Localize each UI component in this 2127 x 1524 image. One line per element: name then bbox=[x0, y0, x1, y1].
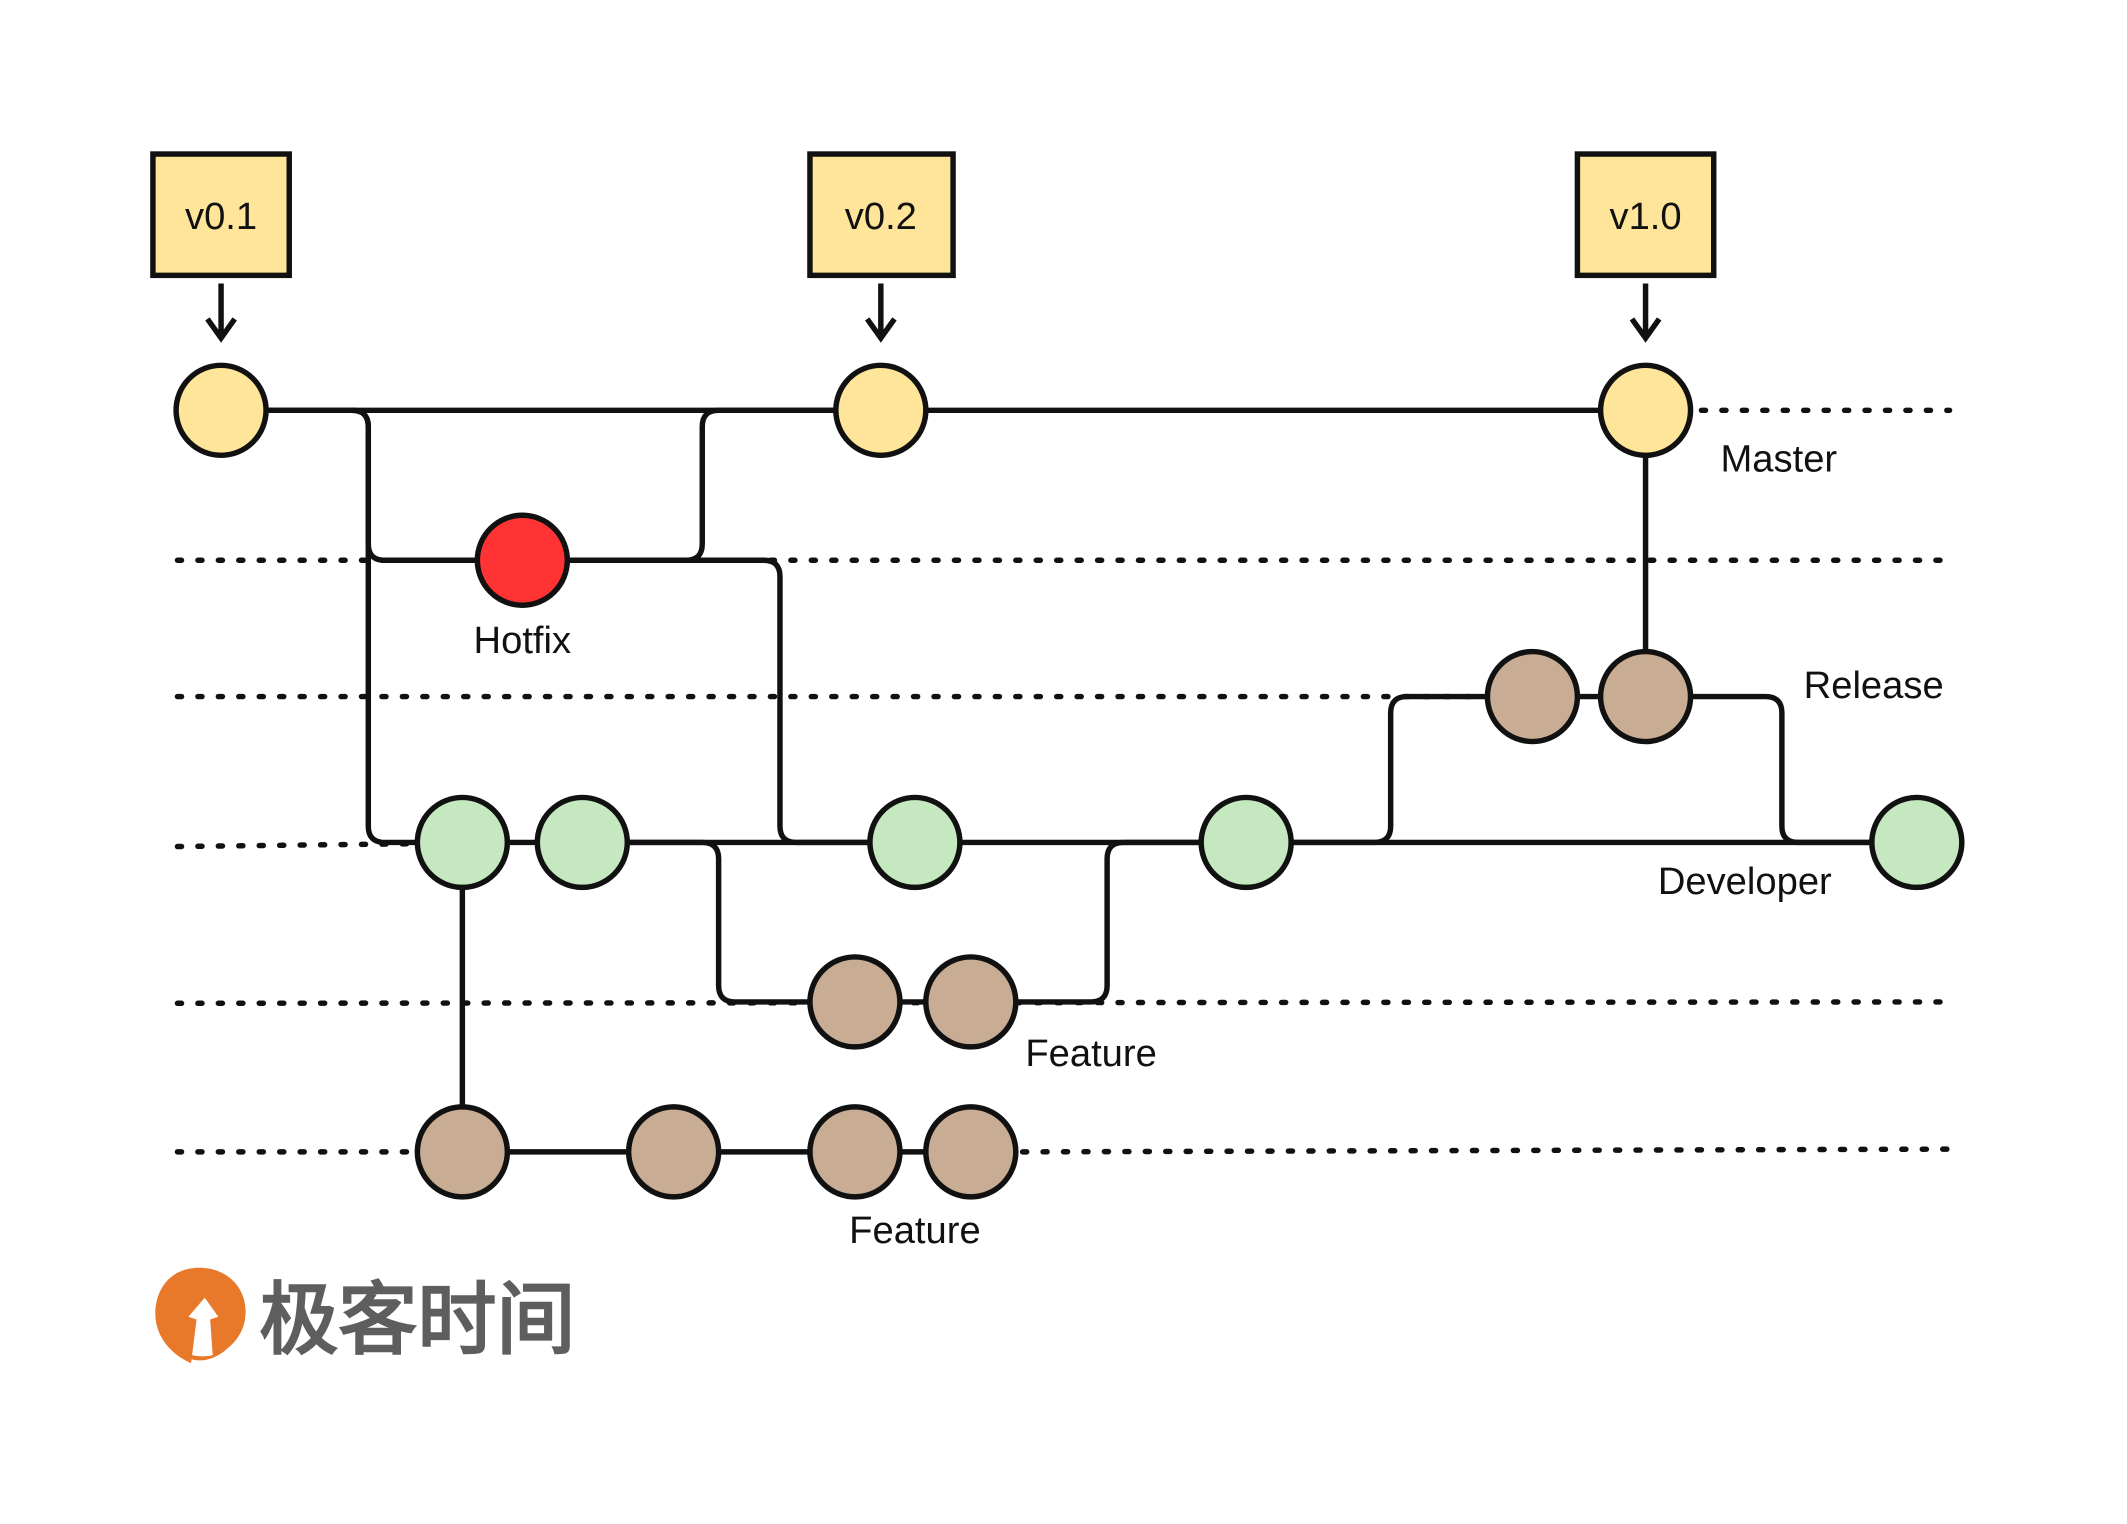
commit-node bbox=[923, 954, 1019, 1050]
commit-node bbox=[867, 794, 963, 891]
tag-v1-0: v1.0 bbox=[1574, 151, 1717, 343]
commit-node bbox=[625, 1104, 722, 1200]
tag-v0-1: v0.1 bbox=[150, 151, 292, 343]
feature-label: Feature bbox=[1025, 1032, 1157, 1075]
commit-node bbox=[807, 1104, 903, 1200]
arrow-down-icon bbox=[864, 283, 897, 343]
feature1-commits bbox=[807, 954, 1019, 1050]
tag-label: v0.2 bbox=[845, 195, 917, 238]
edges bbox=[266, 407, 1872, 1155]
commit-node bbox=[1597, 648, 1694, 745]
commit-node bbox=[1869, 794, 1965, 891]
tag-v0-2: v0.2 bbox=[807, 151, 956, 343]
commit-node bbox=[923, 1104, 1019, 1200]
hotfix-to-master bbox=[567, 407, 836, 563]
developer-to-feature bbox=[627, 839, 810, 1005]
developer-commits bbox=[414, 794, 1965, 891]
release-to-developer bbox=[1690, 693, 1872, 846]
geektime-logo: 极客时间 bbox=[155, 1267, 575, 1366]
tag-label: v0.1 bbox=[185, 195, 257, 238]
release-commits bbox=[1484, 648, 1694, 745]
arrow-down-icon bbox=[1629, 283, 1662, 343]
commit-node bbox=[833, 362, 929, 459]
tag-box bbox=[1574, 151, 1717, 279]
feature2-lane-right bbox=[1019, 1146, 1953, 1155]
master-to-hotfix bbox=[266, 407, 478, 563]
commit-node bbox=[1597, 362, 1694, 459]
master-commits bbox=[173, 362, 1694, 459]
logo-pin-base bbox=[174, 1349, 227, 1361]
developer-lane bbox=[174, 841, 412, 850]
feature-to-developer bbox=[1015, 839, 1202, 1005]
arrow-down-icon bbox=[205, 283, 237, 343]
developer-to-release bbox=[1291, 693, 1488, 846]
feature-label: Feature bbox=[849, 1209, 980, 1252]
tag-box bbox=[150, 151, 292, 279]
logo-text: 极客时间 bbox=[259, 1274, 575, 1366]
developer-label: Developer bbox=[1658, 860, 1832, 903]
commit-node bbox=[1198, 794, 1294, 891]
tag-label: v1.0 bbox=[1610, 195, 1682, 238]
hotfix-commit-node bbox=[474, 512, 571, 608]
commit-node bbox=[414, 1104, 511, 1200]
feature2-commits bbox=[414, 1104, 1019, 1200]
commit-node bbox=[414, 794, 511, 891]
master-label: Master bbox=[1721, 438, 1838, 481]
master-to-developer bbox=[351, 407, 418, 846]
release-label: Release bbox=[1804, 664, 1944, 707]
commit-node bbox=[1484, 648, 1581, 745]
commit-node bbox=[173, 362, 269, 459]
hotfix-label: Hotfix bbox=[474, 619, 572, 662]
commit-node bbox=[534, 794, 631, 891]
tag-box bbox=[807, 151, 956, 279]
logo-pin-icon bbox=[155, 1267, 246, 1364]
hotfix-to-developer bbox=[567, 557, 870, 846]
commit-node bbox=[807, 954, 903, 1050]
